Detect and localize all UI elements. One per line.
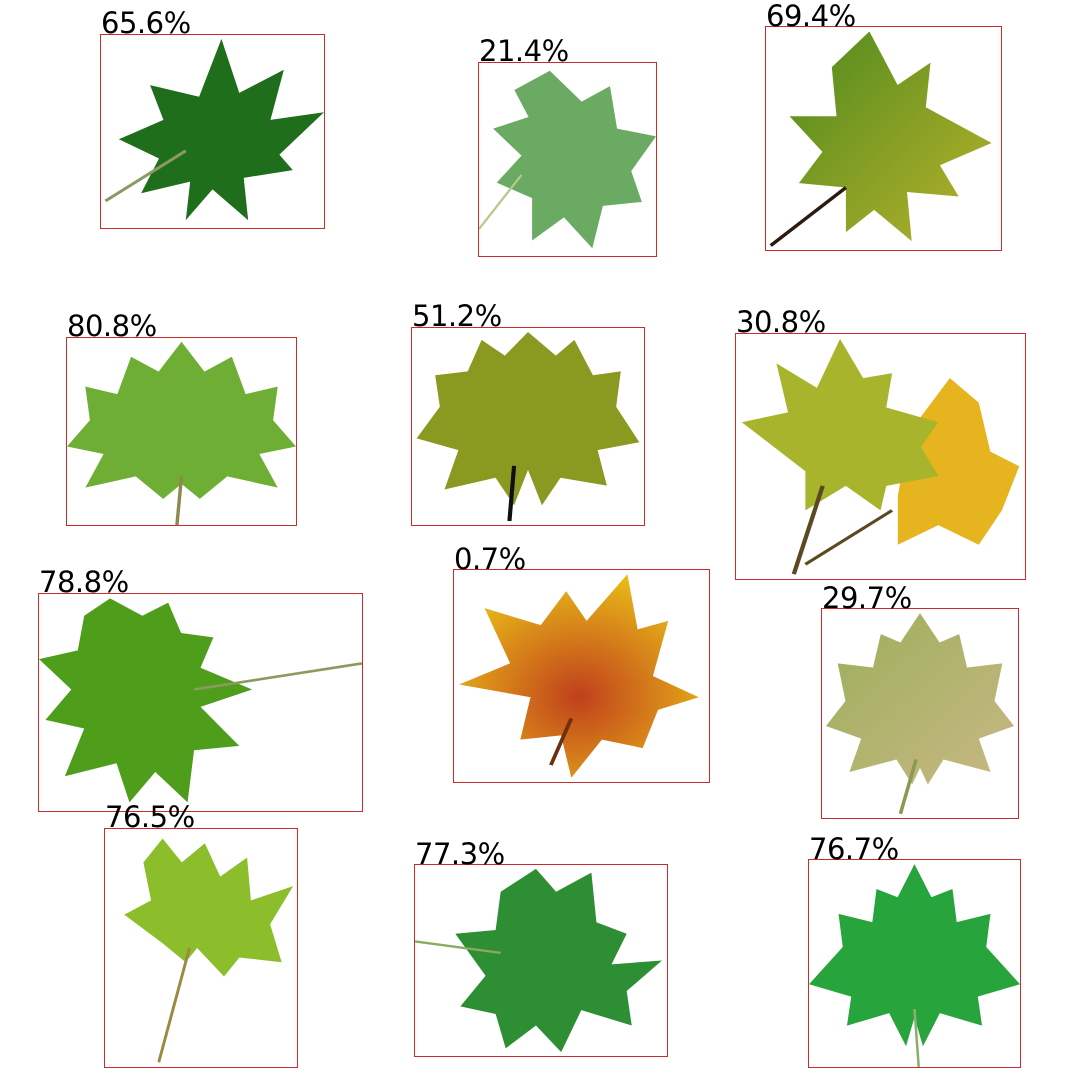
leaf-detection-box bbox=[821, 608, 1019, 819]
maple-leaf-shape bbox=[809, 864, 1020, 1047]
leaf-detection-box bbox=[735, 333, 1026, 580]
confidence-score-label: 77.3% bbox=[415, 837, 505, 871]
maple-leaf-image bbox=[39, 598, 362, 803]
leaf-detection-box bbox=[38, 593, 363, 812]
maple-leaf-stem bbox=[549, 717, 574, 766]
maple-leaf-image bbox=[124, 838, 294, 1063]
maple-leaf-stem bbox=[157, 947, 191, 1063]
maple-leaf-stem bbox=[791, 485, 825, 575]
maple-leaf-image bbox=[104, 38, 324, 221]
leaf-detection-box bbox=[414, 864, 668, 1057]
leaf-detection-box bbox=[104, 828, 298, 1068]
leaf-detection-box bbox=[808, 859, 1021, 1068]
maple-leaf-shape bbox=[67, 341, 296, 499]
maple-leaf-stem bbox=[193, 662, 362, 691]
maple-leaf-shape bbox=[493, 70, 656, 249]
maple-leaf-image bbox=[769, 31, 992, 247]
maple-leaf-image bbox=[809, 864, 1020, 1067]
confidence-score-label: 0.7% bbox=[454, 542, 526, 576]
maple-leaf-stem bbox=[479, 174, 523, 230]
confidence-score-label: 80.8% bbox=[67, 309, 157, 343]
maple-leaf-shape bbox=[741, 338, 939, 511]
maple-leaf-stem bbox=[415, 940, 501, 954]
maple-leaf-image bbox=[825, 613, 1015, 815]
maple-leaf-stem bbox=[104, 149, 187, 203]
maple-leaf-stem bbox=[898, 758, 918, 815]
maple-leaf-stem bbox=[804, 509, 894, 566]
maple-leaf-shape bbox=[416, 331, 640, 506]
maple-leaf-image bbox=[67, 341, 296, 525]
maple-leaf-shape bbox=[39, 598, 253, 803]
maple-leaf-stem bbox=[175, 476, 184, 525]
maple-leaf-image bbox=[415, 868, 662, 1053]
maple-leaf-image bbox=[416, 331, 640, 522]
maple-leaf-stem bbox=[913, 1008, 920, 1067]
confidence-score-label: 65.6% bbox=[101, 6, 191, 40]
confidence-score-label: 76.5% bbox=[105, 800, 195, 834]
confidence-score-label: 30.8% bbox=[736, 305, 826, 339]
maple-leaf-image bbox=[459, 574, 699, 778]
maple-leaf-shape bbox=[118, 38, 324, 221]
maple-leaf-image bbox=[741, 338, 1020, 575]
maple-leaf-image bbox=[479, 70, 656, 249]
leaf-detection-box bbox=[66, 337, 297, 526]
confidence-score-label: 76.7% bbox=[809, 832, 899, 866]
leaf-detection-box bbox=[765, 26, 1002, 251]
maple-leaf-stem bbox=[507, 465, 517, 522]
leaf-detection-box bbox=[478, 62, 657, 257]
leaf-detection-box bbox=[100, 34, 325, 229]
leaf-detection-box bbox=[411, 327, 645, 526]
confidence-score-label: 78.8% bbox=[39, 565, 129, 599]
leaf-detection-box bbox=[453, 569, 710, 783]
confidence-score-label: 51.2% bbox=[412, 299, 502, 333]
maple-leaf-shape bbox=[459, 574, 699, 778]
maple-leaf-shape bbox=[825, 613, 1015, 785]
confidence-score-label: 21.4% bbox=[479, 34, 569, 68]
maple-leaf-shape bbox=[124, 838, 294, 977]
maple-leaf-stem bbox=[769, 186, 848, 247]
confidence-score-label: 29.7% bbox=[822, 581, 912, 615]
confidence-score-label: 69.4% bbox=[766, 0, 856, 33]
maple-leaf-shape bbox=[455, 868, 662, 1053]
maple-leaf-shape bbox=[789, 31, 992, 242]
